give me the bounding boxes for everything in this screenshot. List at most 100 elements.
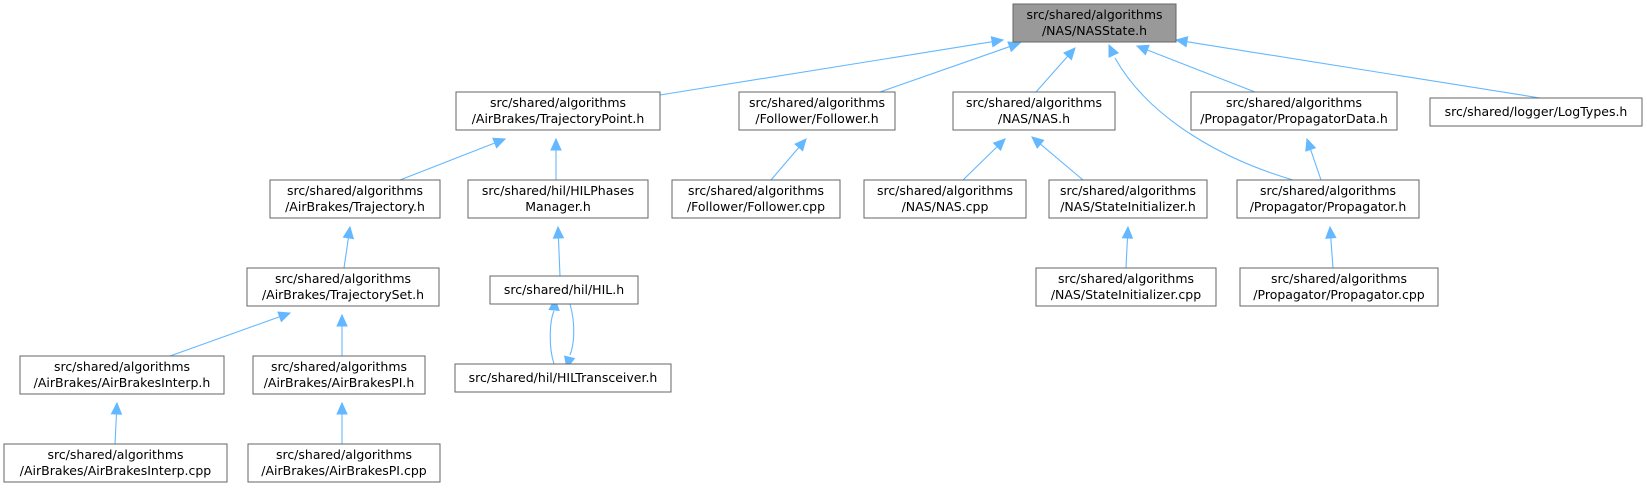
edge-StateInitializer_cpp-to-StateInitializer_h <box>1121 225 1134 269</box>
edge-arrowhead <box>1135 44 1150 56</box>
nodes-layer: src/shared/algorithms/NAS/NASState.hsrc/… <box>3 3 1643 483</box>
edge-line <box>569 303 575 356</box>
edge-arrowhead <box>1063 47 1076 61</box>
edge-TrajectoryPoint_h-to-NASState_h <box>659 36 1005 96</box>
node-trajectoryset-h[interactable]: src/shared/algorithms/AirBrakes/Trajecto… <box>246 267 440 307</box>
edge-line <box>549 310 555 365</box>
edge-arrowhead <box>1108 43 1120 58</box>
node-label: Manager.h <box>525 199 591 214</box>
node-label: /AirBrakes/AirBrakesInterp.h <box>34 375 211 390</box>
node-trajectory-h[interactable]: src/shared/algorithms/AirBrakes/Trajecto… <box>269 179 441 219</box>
node-label: /AirBrakes/AirBrakesInterp.cpp <box>20 463 212 478</box>
node-label: /Follower/Follower.cpp <box>687 199 825 214</box>
edge-arrowhead <box>1121 225 1134 239</box>
edge-arrowhead <box>1325 225 1337 239</box>
node-label: src/shared/hil/HILTransceiver.h <box>469 370 658 385</box>
edge-line <box>114 412 118 445</box>
edge-line <box>1114 57 1294 181</box>
node-box <box>455 91 661 131</box>
edge-line <box>1309 148 1322 181</box>
edge-arrowhead <box>342 225 355 240</box>
edge-Follower_h-to-NASState_h <box>879 41 1022 93</box>
node-label: src/shared/algorithms <box>287 183 423 198</box>
edge-NAS_cpp-to-NAS_h <box>962 138 1006 181</box>
node-propagatordata-h[interactable]: src/shared/algorithms/Propagator/Propaga… <box>1190 91 1398 131</box>
node-label: src/shared/algorithms <box>276 447 412 462</box>
node-hiltransceiver-h[interactable]: src/shared/hil/HILTransceiver.h <box>454 363 672 393</box>
edge-line <box>659 41 994 96</box>
node-nas-h[interactable]: src/shared/algorithms/NAS/NAS.h <box>952 91 1116 131</box>
edge-LogTypes_h-to-NASState_h <box>1174 36 1541 99</box>
node-box <box>671 179 841 219</box>
node-box <box>1035 267 1217 307</box>
edge-StateInitializer_h-to-NAS_h <box>1031 136 1084 181</box>
node-follower-h[interactable]: src/shared/algorithms/Follower/Follower.… <box>738 91 896 131</box>
node-label: /AirBrakes/AirBrakesPI.cpp <box>261 463 426 478</box>
edge-arrowhead <box>110 401 123 415</box>
node-stateinitializer-cpp[interactable]: src/shared/algorithms/NAS/StateInitializ… <box>1035 267 1217 307</box>
edges-layer <box>110 36 1541 445</box>
node-label: src/shared/algorithms <box>1271 271 1407 286</box>
node-label: src/shared/algorithms <box>966 95 1102 110</box>
node-airbrakesinterp-cpp[interactable]: src/shared/algorithms/AirBrakes/AirBrake… <box>3 443 228 483</box>
edge-line <box>770 146 800 181</box>
node-label: /Propagator/Propagator.cpp <box>1253 287 1424 302</box>
node-airbrakespi-h[interactable]: src/shared/algorithms/AirBrakes/AirBrake… <box>252 355 426 395</box>
node-label: src/shared/algorithms <box>1058 271 1194 286</box>
node-follower-cpp[interactable]: src/shared/algorithms/Follower/Follower.… <box>671 179 841 219</box>
node-label: /NAS/NAS.cpp <box>902 199 989 214</box>
edge-Follower_cpp-to-Follower_h <box>770 138 807 181</box>
node-label: /AirBrakes/AirBrakesPI.h <box>264 375 415 390</box>
node-label: /NAS/NAS.h <box>998 111 1070 126</box>
edge-arrowhead <box>1305 137 1317 152</box>
edge-line <box>1330 236 1334 269</box>
edge-HIL_h-to-HILPhasesManager_h <box>552 225 565 277</box>
edge-arrowhead <box>492 137 507 149</box>
node-label: src/shared/algorithms <box>54 359 190 374</box>
node-label: src/shared/algorithms <box>1226 95 1362 110</box>
edge-line <box>879 45 1011 93</box>
edge-NAS_h-to-NASState_h <box>1035 47 1076 93</box>
edge-AirBrakesPI_h-to-TrajectorySet_h <box>336 313 348 356</box>
node-airbrakesinterp-h[interactable]: src/shared/algorithms/AirBrakes/AirBrake… <box>19 355 225 395</box>
node-box <box>454 363 672 393</box>
node-box <box>19 355 225 395</box>
edge-line <box>1146 49 1256 93</box>
edge-line <box>1035 55 1069 93</box>
edge-line <box>169 315 281 357</box>
edge-arrowhead <box>990 36 1005 48</box>
edge-arrowhead <box>1031 136 1045 149</box>
node-box <box>3 443 228 483</box>
edge-AirBrakesInterp_h-to-TrajectorySet_h <box>169 311 292 357</box>
node-label: src/shared/algorithms <box>1026 7 1162 22</box>
edge-arrowhead <box>992 138 1006 152</box>
node-propagator-cpp[interactable]: src/shared/algorithms/Propagator/Propaga… <box>1239 267 1439 307</box>
node-box <box>1190 91 1398 131</box>
edge-arrowhead <box>794 138 807 152</box>
node-label: /AirBrakes/TrajectorySet.h <box>262 287 424 302</box>
edge-arrowhead <box>1007 41 1022 53</box>
node-box <box>269 179 441 219</box>
node-nasstate-h[interactable]: src/shared/algorithms/NAS/NASState.h <box>1012 3 1177 43</box>
node-label: /AirBrakes/TrajectoryPoint.h <box>472 111 645 126</box>
node-propagator-h[interactable]: src/shared/algorithms/Propagator/Propaga… <box>1236 179 1420 219</box>
node-stateinitializer-h[interactable]: src/shared/algorithms/NAS/StateInitializ… <box>1048 179 1208 219</box>
edge-line <box>399 142 496 181</box>
node-trajectorypoint-h[interactable]: src/shared/algorithms/AirBrakes/Trajecto… <box>455 91 661 131</box>
node-nas-cpp[interactable]: src/shared/algorithms/NAS/NAS.cpp <box>863 179 1027 219</box>
edge-arrowhead <box>550 137 562 151</box>
edge-line <box>1125 236 1129 269</box>
node-logtypes-h[interactable]: src/shared/logger/LogTypes.h <box>1429 97 1643 127</box>
edge-PropagatorData_h-to-NASState_h <box>1135 44 1256 93</box>
node-label: /NAS/StateInitializer.h <box>1060 199 1196 214</box>
node-airbrakespi-cpp[interactable]: src/shared/algorithms/AirBrakes/AirBrake… <box>247 443 441 483</box>
edge-line <box>557 236 561 277</box>
edge-arrowhead <box>336 313 348 327</box>
node-label: src/shared/algorithms <box>1260 183 1396 198</box>
node-box <box>252 355 426 395</box>
node-label: src/shared/algorithms <box>1060 183 1196 198</box>
node-hil-h[interactable]: src/shared/hil/HIL.h <box>489 275 639 305</box>
edge-TrajectorySet_h-to-Trajectory_h <box>342 225 355 269</box>
node-box <box>738 91 896 131</box>
